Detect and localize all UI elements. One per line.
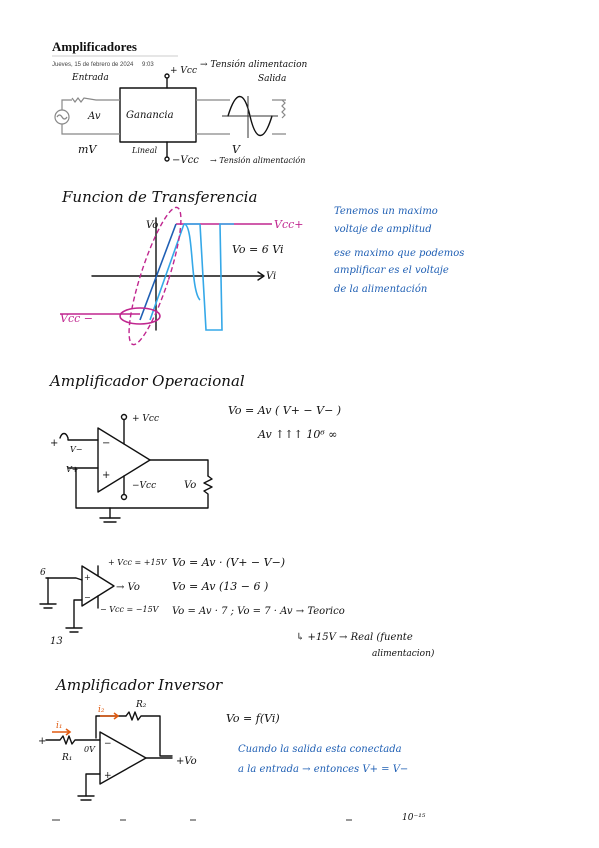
op-amp-symbol-3: [99, 731, 147, 785]
mv-label: mV: [78, 143, 97, 156]
av-label: Av: [87, 111, 101, 122]
inv-r2-label: R₂: [135, 700, 147, 710]
amplifier-block-diagram: + Vcc → Tensión alimentacion Salida Entr…: [54, 59, 308, 166]
op-eq-2: Av ↑↑↑ 10⁶ ∞: [257, 428, 337, 441]
ex-eq-1: Vo = Av · (V+ − V−): [172, 556, 285, 569]
ganancia-block: [119, 87, 197, 143]
inv-i2-label: i₂: [98, 705, 105, 715]
page-time: 9:03: [142, 62, 154, 68]
op-vcc-pos-label: + Vcc: [132, 414, 159, 424]
vcc-pos-terminal: [120, 413, 128, 421]
transfer-note-line-4: amplificar es el voltaje: [334, 265, 449, 276]
vcc-neg-terminal: [120, 493, 128, 501]
vcc-pos-label: Vcc+: [274, 218, 303, 231]
op-eq-1: Vo = Av ( V+ − V− ): [228, 404, 341, 417]
vcc-neg-label: Vcc −: [60, 312, 93, 325]
inv-plus-label: +: [38, 736, 46, 747]
ex-thirteen-label: 13: [50, 636, 63, 647]
svg-text:−: −: [104, 739, 112, 749]
inv-note-1: Cuando la salida esta conectada: [238, 744, 402, 755]
transfer-note-line-5: de la alimentación: [334, 284, 427, 295]
vcc-plus-label: + Vcc: [170, 66, 197, 76]
ganancia-label: Ganancia: [126, 110, 174, 121]
transfer-function-section: Funcion de Transferencia Vo Vi Vcc+ Vcc …: [60, 188, 464, 346]
page-title: Amplificadores: [52, 39, 137, 54]
transfer-equation: Vo = 6 Vi: [232, 243, 284, 256]
transfer-heading: Funcion de Transferencia: [61, 188, 257, 206]
v-label: V: [232, 143, 241, 156]
vi-axis-label: Vi: [266, 271, 276, 282]
inv-r1-label: R₁: [61, 753, 72, 763]
svg-text:+: +: [84, 573, 91, 582]
ex-vo-label: → Vo: [116, 582, 140, 593]
inverting-amp-section: Amplificador Inversor R₂ i₂ + i₁ R₁ 0V −…: [38, 676, 426, 823]
inv-eq: Vo = f(Vi): [226, 712, 280, 725]
ex-vcc-label: + Vcc = +15V: [108, 558, 168, 567]
inv-vo-label: +Vo: [176, 756, 197, 767]
tension-alim-label-2: → Tensión alimentación: [210, 156, 305, 165]
inv-note-2: a la entrada → entonces V+ = V−: [238, 764, 408, 775]
op-amp-heading: Amplificador Operacional: [48, 372, 245, 390]
inv-ov-label: 0V: [84, 745, 96, 754]
ex-vee-label: − Vcc = −15V: [100, 605, 160, 614]
ex-eq-3: Vo = Av · 7 ; Vo = 7 · Av → Teorico: [172, 606, 345, 617]
vee-terminal: [164, 156, 170, 162]
inv-i1-label: i₁: [56, 721, 63, 731]
tension-alim-label: → Tensión alimentacion: [200, 59, 308, 70]
entrada-label: Entrada: [71, 73, 109, 83]
salida-label: Salida: [258, 74, 286, 84]
vo-axis-label: Vo: [146, 220, 158, 231]
transfer-note-line-1: Tenemos un maximo: [334, 206, 438, 217]
inverter-heading: Amplificador Inversor: [54, 676, 223, 694]
page-date: Jueves, 15 de febrero de 2024: [52, 62, 134, 68]
svg-text:+: +: [104, 771, 112, 781]
svg-text:−: −: [84, 593, 91, 602]
vcc-minus-label: −Vcc: [172, 155, 199, 166]
op-plus-sign: +: [50, 438, 58, 449]
ex-eq-2: Vo = Av (13 − 6 ): [172, 580, 268, 593]
op-v-plus-label: V+: [66, 465, 78, 474]
lineal-label: Lineal: [131, 146, 158, 155]
op-vcc-neg-label: −Vcc: [132, 481, 156, 491]
ex-six-label: 6: [40, 568, 46, 578]
op-v-minus-label: V−: [70, 445, 82, 454]
ex-eq-4: ↳ +15V → Real (fuente: [296, 632, 413, 643]
svg-text:+: +: [102, 470, 110, 481]
op-amp-example-section: + − + Vcc = +15V − Vcc = −15V → Vo 6 13 …: [39, 556, 435, 659]
svg-text:−: −: [102, 438, 110, 449]
ex-eq-5: alimentacion): [372, 648, 435, 659]
transfer-note-line-3: ese maximo que podemos: [334, 248, 464, 259]
transfer-note-line-2: voltaje de amplitud: [334, 224, 432, 235]
op-amp-section: Amplificador Operacional − + + Vcc −Vcc …: [48, 372, 341, 523]
inv-bottom-note: 10⁻¹⁵: [402, 813, 426, 823]
op-vo-label: Vo: [184, 480, 196, 491]
